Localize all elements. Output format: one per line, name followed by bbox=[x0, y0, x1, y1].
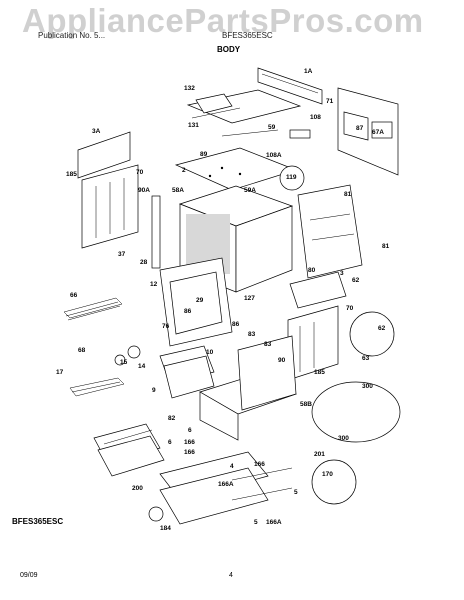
callout-132: 132 bbox=[184, 85, 195, 92]
terminal-block bbox=[289, 129, 311, 139]
bake-element bbox=[63, 297, 123, 321]
callout-170: 170 bbox=[322, 471, 333, 478]
callout-108A: 108A bbox=[266, 152, 282, 159]
vertical-trim bbox=[151, 195, 161, 269]
detail-circle-170 bbox=[311, 459, 357, 505]
callout-131: 131 bbox=[188, 122, 199, 129]
callout-86-top: 86 bbox=[184, 308, 192, 315]
callout-2: 2 bbox=[182, 167, 186, 174]
callout-67A: 67A bbox=[372, 129, 384, 136]
callout-201: 201 bbox=[314, 451, 325, 458]
callout-200: 200 bbox=[132, 485, 143, 492]
callout-87: 87 bbox=[356, 125, 364, 132]
callout-83-upper: 83 bbox=[248, 331, 256, 338]
callout-14: 14 bbox=[138, 363, 146, 370]
callout-184: 184 bbox=[160, 525, 171, 532]
callout-300-top: 300 bbox=[362, 383, 373, 390]
right-side-panel bbox=[337, 87, 399, 176]
callout-185-right: 185 bbox=[314, 369, 325, 376]
callout-108: 108 bbox=[310, 114, 321, 121]
callout-119: 119 bbox=[286, 174, 297, 181]
callout-62-detail: 62 bbox=[378, 325, 386, 332]
callout-80: 80 bbox=[308, 267, 316, 274]
callout-166-a: 166 bbox=[184, 439, 195, 446]
rear-right-panel bbox=[287, 305, 339, 381]
oven-racks bbox=[93, 423, 165, 477]
door-frame bbox=[159, 257, 233, 347]
callout-29: 29 bbox=[196, 297, 204, 304]
callout-58B: 58B bbox=[300, 401, 312, 408]
knob-14 bbox=[114, 354, 126, 366]
callout-68: 68 bbox=[78, 347, 86, 354]
section-title: BODY bbox=[217, 45, 241, 54]
callout-3A: 3A bbox=[92, 128, 101, 135]
callout-63: 63 bbox=[362, 355, 370, 362]
callout-166-c: 166 bbox=[254, 461, 265, 468]
top-shield bbox=[186, 89, 302, 124]
publication-header: Publication No. 5... bbox=[38, 31, 106, 40]
callout-4: 4 bbox=[230, 463, 234, 470]
callout-17: 17 bbox=[56, 369, 64, 376]
callout-81-top: 81 bbox=[344, 191, 352, 198]
callout-90: 90 bbox=[278, 357, 286, 364]
rear-bracket bbox=[297, 184, 363, 279]
callout-12: 12 bbox=[150, 281, 158, 288]
callout-6-upper: 6 bbox=[188, 427, 192, 434]
callout-15: 15 bbox=[120, 359, 128, 366]
broil-element bbox=[69, 377, 125, 397]
callout-89: 89 bbox=[200, 151, 208, 158]
callout-81-bottom: 81 bbox=[382, 243, 390, 250]
storage-drawer bbox=[159, 451, 293, 525]
callout-59: 59 bbox=[268, 124, 276, 131]
rear-top-panel bbox=[257, 67, 323, 105]
callout-127: 127 bbox=[244, 295, 255, 302]
callout-83-lower: 83 bbox=[264, 341, 272, 348]
top-cover bbox=[174, 129, 298, 191]
callout-86-bottom: 86 bbox=[232, 321, 240, 328]
callout-5-upper: 5 bbox=[294, 489, 298, 496]
detail-circle-119 bbox=[279, 165, 305, 191]
callout-90A: 90A bbox=[138, 187, 150, 194]
callout-185-left: 185 bbox=[66, 171, 77, 178]
callout-58A: 58A bbox=[172, 187, 184, 194]
callout-9: 9 bbox=[152, 387, 156, 394]
knob-15 bbox=[127, 345, 141, 359]
callout-166-b: 166 bbox=[184, 449, 195, 456]
callout-37: 37 bbox=[118, 251, 126, 258]
broil-pan bbox=[159, 345, 215, 399]
callout-5-lower: 5 bbox=[254, 519, 258, 526]
callout-62-top: 62 bbox=[352, 277, 360, 284]
detail-oval-300 bbox=[311, 381, 401, 443]
back-cover bbox=[289, 271, 347, 309]
callout-166A-upper: 166A bbox=[218, 481, 234, 488]
detail-circle-62 bbox=[349, 311, 395, 357]
footer-date: 09/09 bbox=[20, 572, 38, 579]
oven-door bbox=[199, 335, 297, 441]
callout-71: 71 bbox=[326, 98, 334, 105]
page-number: 4 bbox=[229, 572, 233, 579]
callout-66: 66 bbox=[70, 292, 78, 299]
callout-70-right: 70 bbox=[346, 305, 354, 312]
callout-59A: 59A bbox=[244, 187, 256, 194]
callout-300-bottom: 300 bbox=[338, 435, 349, 442]
callout-10: 10 bbox=[206, 349, 214, 356]
leveling-leg bbox=[148, 506, 164, 522]
callout-3: 3 bbox=[340, 270, 344, 277]
callout-6-lower: 6 bbox=[168, 439, 172, 446]
left-side-panel bbox=[77, 131, 139, 249]
callout-82: 82 bbox=[168, 415, 176, 422]
model-header: BFES365ESC bbox=[222, 31, 273, 40]
callout-70-left: 70 bbox=[136, 169, 144, 176]
callout-76: 76 bbox=[162, 323, 170, 330]
site-watermark: AppliancePartsPros.com bbox=[22, 2, 424, 39]
callout-166A-lower: 166A bbox=[266, 519, 282, 526]
callout-28: 28 bbox=[140, 259, 148, 266]
callout-1A: 1A bbox=[304, 68, 313, 75]
model-number: BFES365ESC bbox=[12, 517, 64, 526]
oven-cavity bbox=[178, 185, 294, 293]
